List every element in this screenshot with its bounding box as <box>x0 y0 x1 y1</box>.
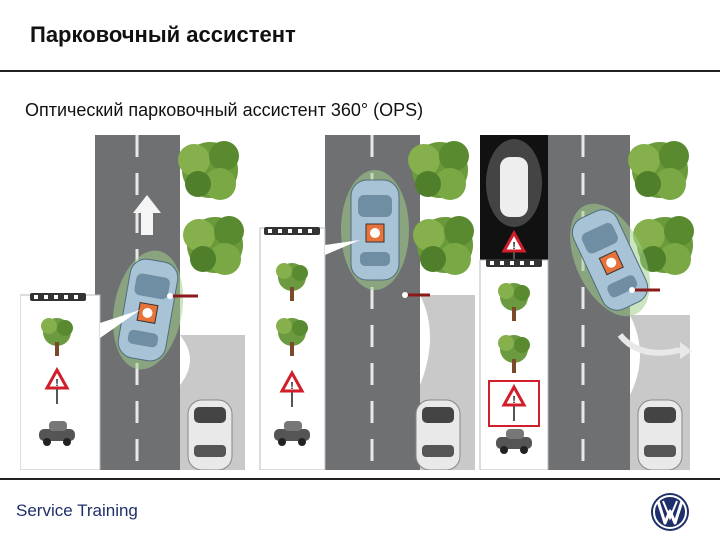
page-title: Парковочный ассистент <box>30 22 296 48</box>
panel-2 <box>260 135 475 470</box>
header-divider <box>0 70 720 72</box>
section-subtitle: Оптический парковочный ассистент 360° (O… <box>25 100 423 121</box>
footer-label: Service Training <box>16 501 138 521</box>
panel-1 <box>20 135 245 470</box>
panel-3 <box>480 135 694 470</box>
vw-logo-icon <box>650 492 690 532</box>
parking-illustration: ! <box>20 135 705 470</box>
footer-divider <box>0 478 720 480</box>
